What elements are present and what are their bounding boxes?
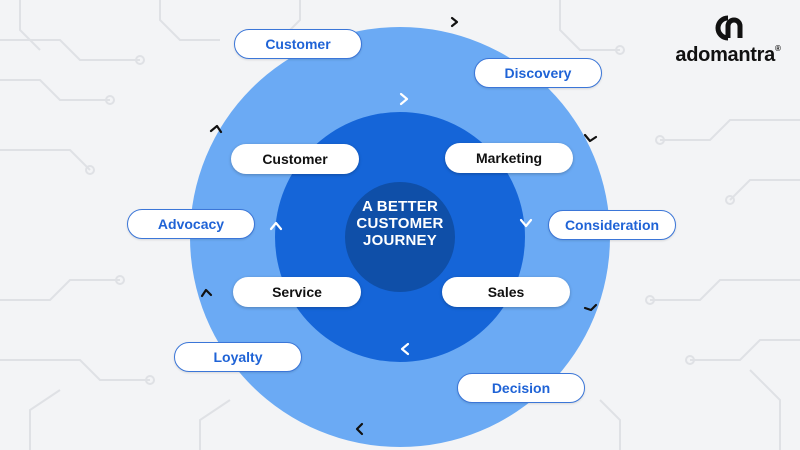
center-title: A BETTER CUSTOMER JOURNEY xyxy=(345,198,455,249)
center-title-line: CUSTOMER xyxy=(356,215,444,232)
logo-wordmark: adomantra xyxy=(675,44,775,66)
inner-arrow-icon xyxy=(399,92,409,106)
outer-arrow-icon xyxy=(209,124,223,134)
inner-arrow-icon xyxy=(519,218,533,228)
outer-arrow-icon xyxy=(583,133,598,143)
stage-loyalty: Loyalty xyxy=(174,342,302,372)
logo-mark-icon xyxy=(715,15,743,41)
stage-marketing: Marketing xyxy=(445,143,573,173)
center-circle xyxy=(345,182,455,292)
stage-service: Service xyxy=(233,277,361,307)
outer-arrow-icon xyxy=(583,303,598,312)
stage-advocacy: Advocacy xyxy=(127,209,255,239)
outer-arrow-icon xyxy=(355,422,364,436)
adomantra-logo: adomantra® xyxy=(668,14,788,66)
inner-arrow-icon xyxy=(269,221,283,231)
registered-mark: ® xyxy=(774,44,781,53)
stage-decision: Decision xyxy=(457,373,585,403)
stage-customer-inner: Customer xyxy=(231,144,359,174)
stage-consideration: Consideration xyxy=(548,210,676,240)
stage-sales: Sales xyxy=(442,277,570,307)
stage-customer-outer: Customer xyxy=(234,29,362,59)
center-title-line: A BETTER xyxy=(361,198,439,215)
stage-discovery: Discovery xyxy=(474,58,602,88)
center-title-line: JOURNEY xyxy=(363,232,437,249)
outer-arrow-icon xyxy=(450,16,459,28)
outer-arrow-icon xyxy=(200,288,213,298)
logo-text: adomantra® xyxy=(668,44,788,67)
inner-arrow-icon xyxy=(400,342,410,356)
